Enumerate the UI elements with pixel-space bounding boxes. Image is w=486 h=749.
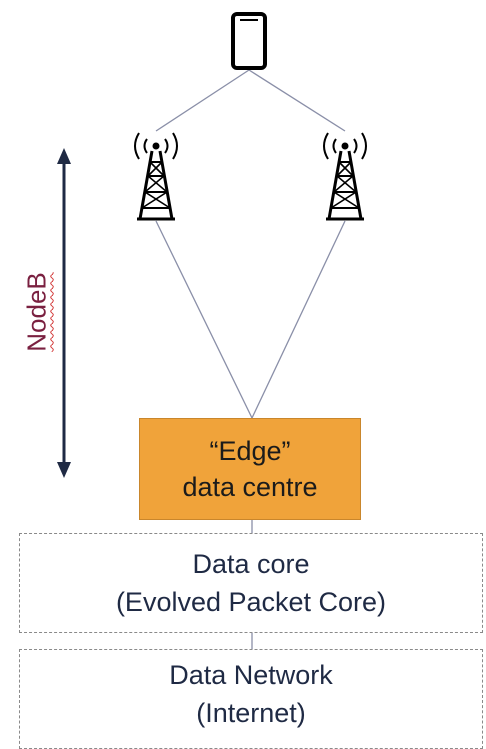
network-box-line2: (Internet): [196, 698, 306, 728]
data-network-box: Data Network (Internet): [19, 649, 483, 749]
cell-tower-icon: [134, 132, 178, 221]
data-core-box: Data core (Evolved Packet Core): [19, 533, 483, 633]
network-box-line1: Data Network: [169, 660, 333, 690]
core-box-line2: (Evolved Packet Core): [115, 587, 387, 617]
phone-to-right-tower-line: [248, 69, 346, 132]
nodeb-label: NodeB: [21, 272, 52, 352]
nodeb-range-arrow: [57, 148, 71, 478]
left-tower-to-edge-line: [155, 220, 253, 419]
phone-to-left-tower-line: [155, 69, 250, 132]
edge-box-line2: data centre: [182, 472, 318, 502]
phone-icon: [231, 12, 267, 70]
cell-tower-icon: [323, 132, 367, 221]
right-tower-to-edge-line: [251, 220, 346, 419]
edge-data-centre-box: “Edge” data centre: [139, 418, 361, 520]
core-box-line1: Data core: [192, 549, 310, 579]
edge-box-line1: “Edge”: [209, 436, 291, 466]
